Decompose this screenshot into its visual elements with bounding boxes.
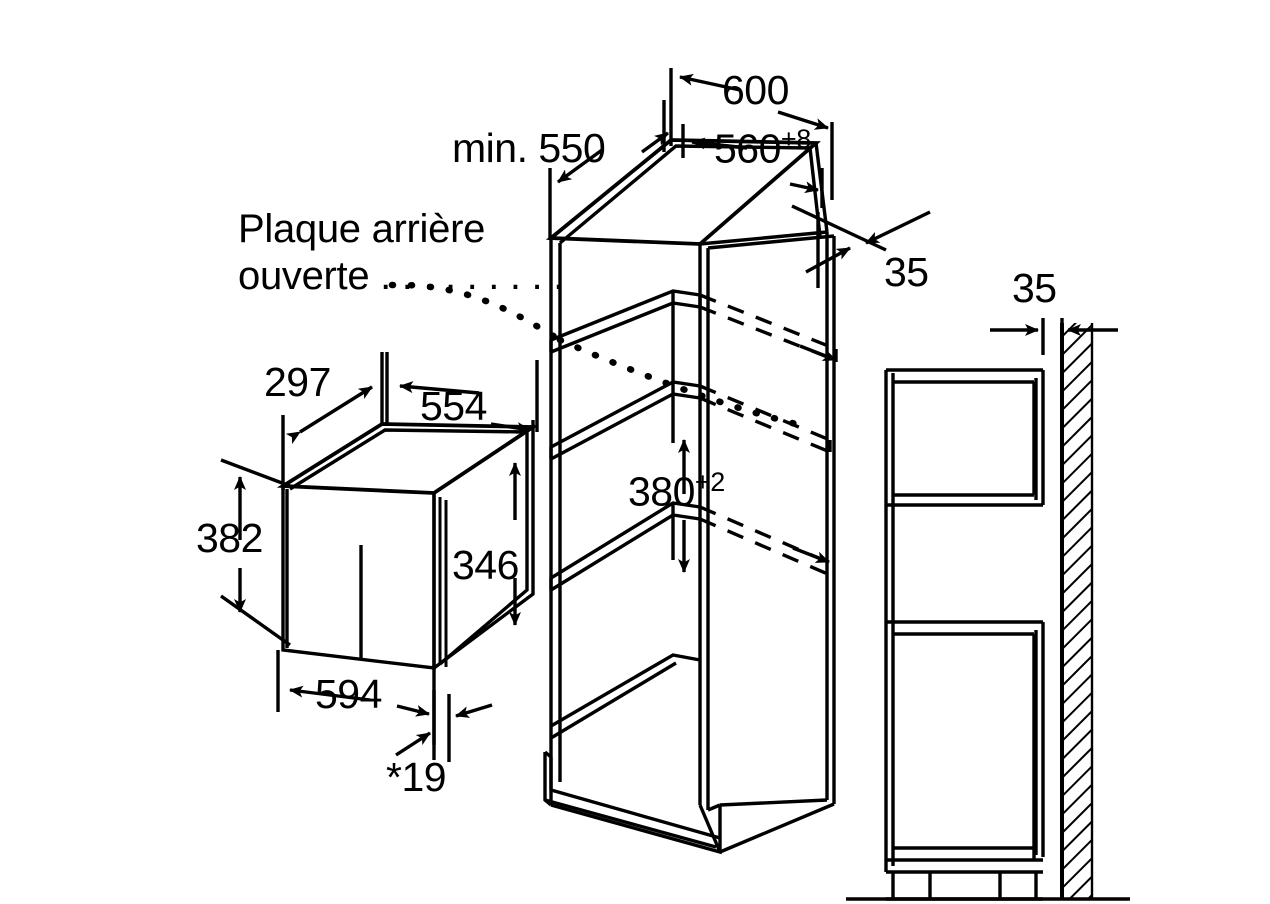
dimension-appliance-depth xyxy=(281,352,384,490)
dimension-label-niche-width: 560+8 xyxy=(714,126,811,170)
appliance-isometric-view xyxy=(276,422,540,670)
dimension-appliance-height xyxy=(220,458,291,647)
shelf-height-tolerance: +2 xyxy=(694,467,725,497)
dimension-label-back-gap-iso: 35 xyxy=(884,249,929,295)
dimension-front-thickness xyxy=(395,690,493,762)
dimension-appliance-body-width xyxy=(385,352,539,434)
niche-isometric-view xyxy=(543,138,836,855)
shelf-height-value: 380 xyxy=(628,468,695,515)
niche-width-value: 560 xyxy=(714,125,781,172)
dimension-label-shelf-height: 380+2 xyxy=(628,469,725,513)
dimension-back-gap-iso xyxy=(791,204,931,288)
dimension-label-cabinet-width: 600 xyxy=(722,67,789,113)
dimension-label-appliance-body-width: 554 xyxy=(420,383,487,429)
dimension-label-appliance-front-width: 594 xyxy=(315,671,382,717)
dashed-appliance-lower xyxy=(699,384,832,577)
dimension-back-gap-section xyxy=(990,318,1118,355)
dimension-label-appliance-depth: 297 xyxy=(264,359,331,405)
dimension-min-depth xyxy=(548,100,670,240)
back-panel-note-dots: . . . . . . . . . xyxy=(369,254,564,299)
back-panel-note-line2: ouverte xyxy=(238,254,370,299)
dashed-depth-arrows xyxy=(792,344,837,564)
wall-section xyxy=(1060,323,1094,899)
niche-width-tolerance: +8 xyxy=(780,124,811,154)
dimension-label-front-thickness: *19 xyxy=(386,754,447,800)
back-panel-note-line1: Plaque arrière xyxy=(238,207,486,251)
dimension-label-appliance-body-height: 346 xyxy=(452,542,519,588)
dimension-cabinet-width xyxy=(669,68,834,200)
dimension-label-min-depth: min. 550 xyxy=(452,125,606,171)
dimension-niche-width xyxy=(681,124,824,208)
dimension-label-back-gap-section: 35 xyxy=(1012,265,1057,311)
dimension-label-appliance-height: 382 xyxy=(196,515,263,561)
back-panel-note: Plaque arrière ouverte . . . . . . . . . xyxy=(238,206,564,300)
